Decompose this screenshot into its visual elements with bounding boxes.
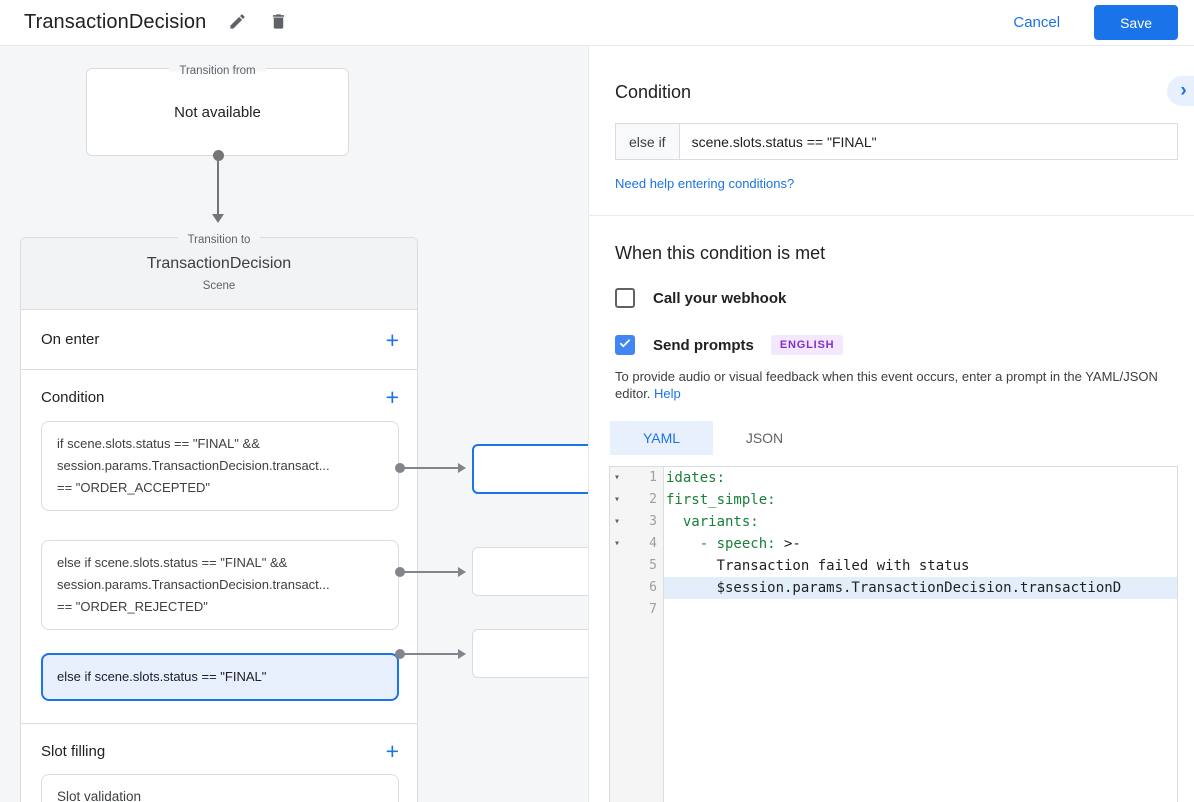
- condition-expression-row: else if: [615, 123, 1178, 160]
- code-line: ▾3 variants:: [610, 511, 1177, 533]
- arrow-down-icon: [212, 214, 224, 223]
- fold-arrow-icon[interactable]: ▾: [614, 516, 621, 527]
- condition-expression-input[interactable]: [678, 123, 1178, 160]
- panel-title: Condition: [615, 82, 692, 102]
- arrow-right-icon: [458, 649, 466, 659]
- editor-empty-area: [610, 621, 1177, 802]
- language-badge: ENGLISH: [770, 335, 844, 355]
- connector-dot: [213, 150, 224, 161]
- connector-dot: [395, 463, 405, 473]
- condition-card-accepted[interactable]: if scene.slots.status == "FINAL" && sess…: [41, 421, 399, 511]
- send-prompts-checkbox[interactable]: [615, 335, 635, 355]
- pencil-icon: [228, 12, 247, 34]
- connector-line: [403, 571, 458, 573]
- prompt-hint-text: To provide audio or visual feedback when…: [615, 369, 1158, 401]
- fold-arrow-icon[interactable]: ▾: [614, 494, 621, 505]
- line-number: 6: [649, 580, 657, 595]
- page-title: TransactionDecision: [24, 11, 207, 33]
- connector-dot: [395, 649, 405, 659]
- webhook-row: Call your webhook: [615, 288, 1178, 308]
- connector-line: [403, 653, 458, 655]
- code-line: ▾1 idates:: [610, 467, 1177, 489]
- section-divider: [21, 723, 417, 724]
- line-number: 3: [649, 514, 657, 529]
- slot-validation-card[interactable]: Slot validation: [41, 774, 399, 802]
- code-line: 5 Transaction failed with status: [610, 555, 1177, 577]
- line-number: 4: [649, 536, 657, 551]
- scene-title: TransactionDecision: [146, 255, 292, 272]
- help-link[interactable]: Help: [654, 386, 681, 401]
- yaml-code-editor[interactable]: ▾1 idates: ▾2 first_simple: ▾3 variants:…: [609, 466, 1178, 802]
- webhook-checkbox[interactable]: [615, 288, 635, 308]
- line-number: 2: [649, 492, 657, 507]
- connector-line: [217, 158, 219, 214]
- delete-scene-button[interactable]: [269, 12, 288, 34]
- on-enter-row: On enter +: [21, 310, 417, 370]
- scene-subtitle: Scene: [202, 280, 236, 292]
- fold-arrow-icon[interactable]: ▾: [614, 472, 621, 483]
- check-icon: [618, 336, 632, 355]
- code-line-highlighted: 6 $session.params.TransactionDecision.tr…: [610, 577, 1177, 599]
- transition-from-legend: Transition from: [169, 64, 266, 79]
- on-enter-label: On enter: [41, 331, 100, 348]
- condition-detail-panel: Condition › else if Need help entering c…: [588, 46, 1194, 802]
- top-bar: TransactionDecision Cancel Save: [0, 0, 1194, 46]
- arrow-right-icon: [458, 463, 466, 473]
- transition-to-box: Transition to TransactionDecision Scene …: [20, 233, 418, 802]
- fold-arrow-icon[interactable]: ▾: [614, 538, 621, 549]
- tab-yaml[interactable]: YAML: [610, 421, 713, 455]
- flow-diagram-canvas: Transition from Not available Transition…: [0, 46, 588, 802]
- collapse-panel-button[interactable]: ›: [1167, 76, 1194, 106]
- save-button[interactable]: Save: [1094, 5, 1178, 40]
- cancel-button[interactable]: Cancel: [1013, 14, 1061, 31]
- slot-filling-label: Slot filling: [41, 742, 106, 760]
- scene-header: TransactionDecision Scene: [21, 238, 417, 310]
- conditions-help-link[interactable]: Need help entering conditions?: [615, 176, 795, 191]
- webhook-label: Call your webhook: [653, 289, 787, 307]
- code-line: ▾4 - speech: >-: [610, 533, 1177, 555]
- add-on-enter-button[interactable]: +: [385, 326, 399, 353]
- send-prompts-label: Send prompts: [653, 336, 754, 354]
- line-number: 7: [649, 602, 657, 617]
- send-prompts-row: Send prompts ENGLISH: [615, 335, 1178, 355]
- chevron-right-icon: ›: [1180, 80, 1187, 101]
- transition-from-box: Transition from Not available: [86, 64, 349, 156]
- condition-card-rejected[interactable]: else if scene.slots.status == "FINAL" &&…: [41, 540, 399, 630]
- connector-dot: [395, 567, 405, 577]
- transition-target-box-3[interactable]: [472, 629, 588, 678]
- line-number: 1: [649, 470, 657, 485]
- condition-section-header: Condition +: [21, 370, 417, 410]
- add-condition-button[interactable]: +: [385, 384, 399, 410]
- slot-filling-section-header: Slot filling +: [21, 724, 417, 764]
- add-slot-button[interactable]: +: [385, 738, 399, 764]
- transition-from-value: Not available: [174, 103, 261, 121]
- transition-target-box-2[interactable]: [472, 547, 588, 596]
- condition-section-label: Condition: [41, 388, 105, 406]
- else-if-label: else if: [615, 123, 680, 160]
- code-line: 7: [610, 599, 1177, 621]
- condition-editor-section: Condition › else if Need help entering c…: [589, 46, 1194, 216]
- code-line: ▾2 first_simple:: [610, 489, 1177, 511]
- condition-met-section: When this condition is met Call your web…: [589, 216, 1194, 802]
- edit-title-button[interactable]: [228, 12, 247, 34]
- transition-target-box-1[interactable]: [472, 444, 588, 494]
- arrow-right-icon: [458, 567, 466, 577]
- transition-to-legend: Transition to: [177, 233, 261, 248]
- connector-line: [403, 467, 458, 469]
- condition-card-final-selected[interactable]: else if scene.slots.status == "FINAL": [41, 653, 399, 701]
- when-met-title: When this condition is met: [615, 243, 826, 263]
- panel-divider: [589, 215, 1194, 216]
- editor-tabs: YAML JSON: [610, 421, 1178, 455]
- line-number: 5: [649, 558, 657, 573]
- tab-json[interactable]: JSON: [713, 421, 816, 455]
- trash-icon: [269, 12, 288, 34]
